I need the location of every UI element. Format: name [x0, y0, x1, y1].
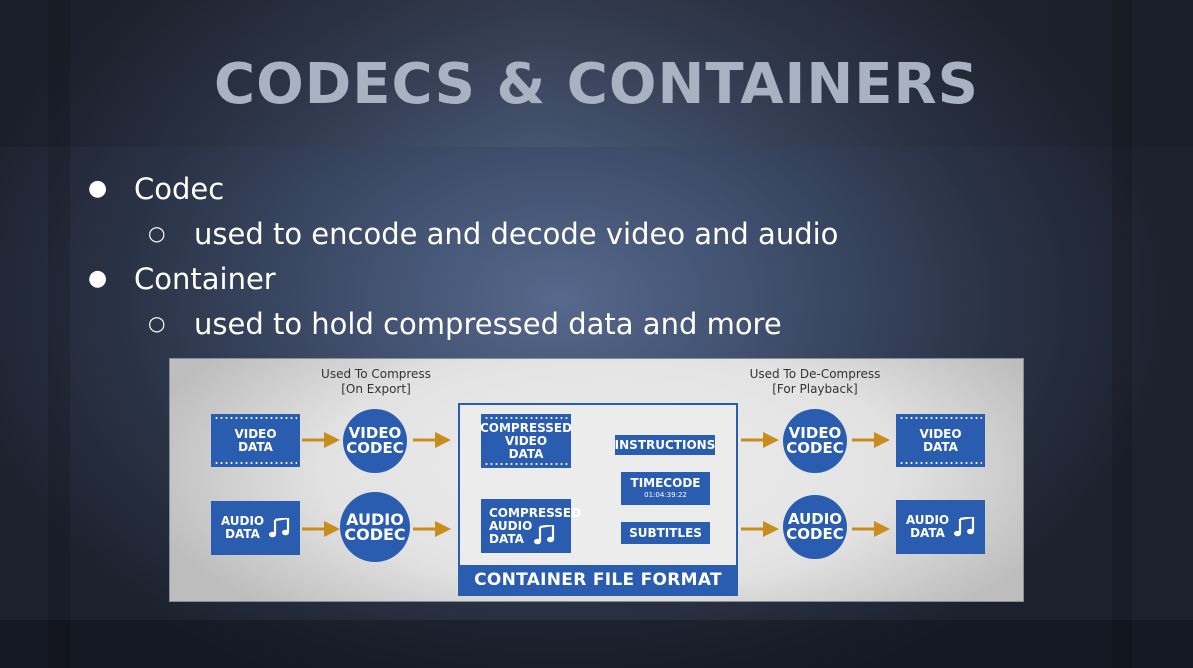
- box-line: AUDIO: [220, 514, 265, 528]
- subtitles-box: SUBTITLES: [621, 522, 710, 544]
- bullet-codec: ● Codec: [88, 172, 225, 206]
- right-arrow-icon: [852, 432, 890, 448]
- sub-bullet-container: ○ used to hold compressed data and more: [148, 307, 782, 341]
- circle-line: VIDEO: [348, 424, 402, 442]
- box-line: DATA: [923, 439, 958, 454]
- sub-bullet-mark: ○: [148, 221, 166, 245]
- bullet-container: ● Container: [88, 262, 276, 296]
- caption-line: [On Export]: [341, 382, 411, 396]
- timecode-value: 01:04:39:22: [644, 491, 687, 499]
- circle-line: CODEC: [786, 525, 844, 543]
- right-arrow-icon: [741, 432, 779, 448]
- box-line: DATA: [225, 527, 260, 541]
- sub-bullet-text: used to encode and decode video and audi…: [194, 217, 839, 251]
- music-note-icon: [534, 525, 555, 545]
- bottom-band: [0, 620, 1193, 668]
- box-line: VIDEO: [234, 426, 277, 441]
- right-arrow-icon: [852, 521, 890, 537]
- instructions-box: INSTRUCTIONS: [615, 435, 715, 455]
- right-arrow-icon: [302, 521, 340, 537]
- caption-line: Used To Compress: [321, 367, 431, 381]
- bullet-text: Codec: [134, 172, 225, 206]
- caption-line: [For Playback]: [772, 382, 858, 396]
- circle-line: AUDIO: [346, 510, 404, 529]
- box-line: COMPRESSED: [489, 505, 582, 520]
- box-line: AUDIO: [489, 518, 533, 533]
- music-note-icon: [954, 517, 975, 537]
- right-arrow-icon: [413, 521, 451, 537]
- sub-bullet-mark: ○: [148, 311, 166, 335]
- music-note-icon: [269, 518, 290, 538]
- title-band: [0, 0, 1193, 147]
- compress-caption: Used To Compress [On Export]: [286, 367, 466, 397]
- container-label: CONTAINER FILE FORMAT: [460, 565, 736, 594]
- circle-line: VIDEO: [788, 424, 842, 442]
- sub-bullet-text: used to hold compressed data and more: [194, 307, 782, 341]
- circle-line: CODEC: [344, 525, 406, 544]
- right-arrow-icon: [741, 521, 779, 537]
- bullet-mark: ●: [88, 266, 108, 291]
- circle-line: AUDIO: [787, 510, 843, 528]
- box-line: DATA: [489, 531, 524, 546]
- circle-line: CODEC: [786, 439, 844, 457]
- decorative-strip-left: [48, 0, 70, 668]
- box-line: TIMECODE: [630, 476, 701, 490]
- box-line: DATA: [910, 526, 945, 540]
- slide-title: CODECS & CONTAINERS: [214, 52, 979, 117]
- box-line: VIDEO: [504, 433, 548, 448]
- caption-line: Used To De-Compress: [749, 367, 881, 381]
- box-line: VIDEO: [919, 426, 962, 441]
- sub-bullet-codec: ○ used to encode and decode video and au…: [148, 217, 839, 251]
- decorative-strip-right: [1112, 0, 1132, 668]
- box-line: AUDIO: [905, 513, 950, 527]
- bullet-mark: ●: [88, 176, 108, 201]
- box-line: COMPRESSED: [479, 420, 573, 435]
- decompress-caption: Used To De-Compress [For Playback]: [725, 367, 905, 397]
- circle-line: CODEC: [346, 439, 404, 457]
- right-arrow-icon: [413, 432, 451, 448]
- bullet-text: Container: [134, 262, 276, 296]
- codec-container-diagram: Used To Compress [On Export] Used To De-…: [169, 358, 1024, 602]
- right-arrow-icon: [302, 432, 340, 448]
- box-line: DATA: [238, 439, 273, 454]
- box-line: DATA: [508, 446, 544, 461]
